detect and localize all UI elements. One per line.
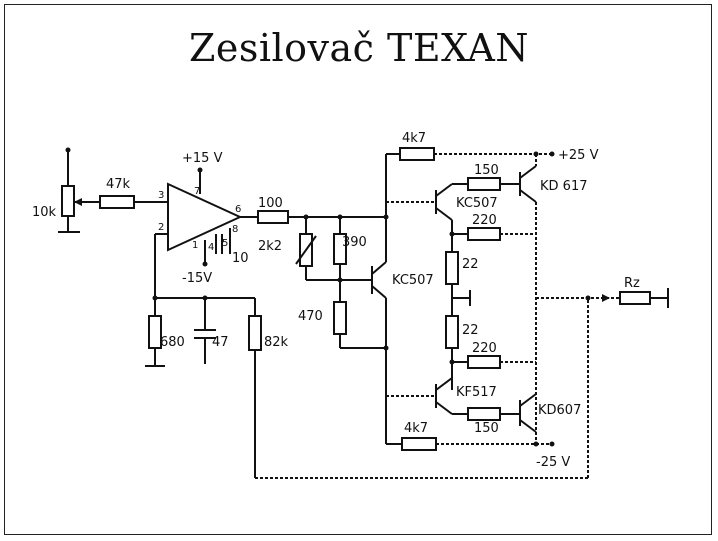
c47-label: 47 [212, 335, 229, 350]
q-bot-power-label: KD607 [538, 403, 581, 418]
slide-frame [4, 4, 712, 535]
input-potentiometer [58, 147, 100, 233]
q-bot-driver-label: KF517 [456, 385, 497, 400]
pin8-label: 8 [232, 224, 238, 235]
q-driver-label: KC507 [392, 273, 434, 288]
resistor-150-top [467, 177, 501, 191]
r470-label: 470 [298, 309, 323, 324]
resistor-220-top [467, 227, 501, 241]
r4k7-bot-label: 4k7 [404, 421, 428, 436]
transistor-kd617 [519, 165, 537, 203]
resistor-4k7-top [399, 147, 435, 161]
pin3-label: 3 [158, 190, 164, 201]
resistor-rz-load [619, 291, 651, 305]
r47k-label: 47k [106, 177, 131, 192]
vneg-out-label: -25 V [536, 455, 570, 470]
compensation-capacitor-10 [215, 228, 231, 254]
resistor-150-bottom [467, 407, 501, 421]
vneg-opamp-label: -15V [182, 271, 212, 286]
rz-label: Rz [624, 276, 640, 291]
r220-top-label: 220 [472, 213, 497, 228]
pin6-label: 6 [235, 204, 241, 215]
resistor-22-bottom [445, 315, 459, 349]
transistor-kf517 [435, 377, 453, 415]
resistor-470 [333, 301, 347, 335]
pin2-label: 2 [158, 222, 164, 233]
r100-label: 100 [258, 196, 283, 211]
r150-top-label: 150 [474, 163, 499, 178]
vpos-out-label: +25 V [558, 148, 599, 163]
resistor-4k7-bottom [401, 437, 437, 451]
pin4-label: 4 [208, 242, 214, 253]
pin7-label: 7 [194, 186, 200, 197]
page-title: Zesilovač TEXAN [188, 26, 530, 70]
transistor-kd607 [519, 393, 537, 433]
resistor-82k [248, 315, 262, 351]
r390-label: 390 [342, 235, 367, 250]
cap10-label: 10 [232, 251, 249, 266]
r22-top-label: 22 [462, 257, 479, 272]
q-top-power-label: KD 617 [540, 179, 587, 194]
vpos-opamp-label: +15 V [182, 151, 223, 166]
pin5-label: 5 [222, 238, 228, 249]
transistor-kc507-upper [435, 183, 453, 221]
resistor-47k [99, 195, 135, 209]
q-top-driver-label: KC507 [456, 196, 498, 211]
pot-input-label: 10k [32, 205, 57, 220]
r22-bot-label: 22 [462, 323, 479, 338]
resistor-100 [257, 210, 289, 224]
r82k-label: 82k [264, 335, 289, 350]
pot2k2-label: 2k2 [258, 239, 282, 254]
resistor-22-top [445, 251, 459, 285]
resistor-220-bottom [467, 355, 501, 369]
r680-label: 680 [160, 335, 185, 350]
pin1-label: 1 [192, 240, 198, 251]
transistor-kc507-driver [371, 261, 387, 299]
r4k7-top-label: 4k7 [402, 131, 426, 146]
r220-bot-label: 220 [472, 341, 497, 356]
opamp [167, 182, 243, 252]
r150-bot-label: 150 [474, 421, 499, 436]
